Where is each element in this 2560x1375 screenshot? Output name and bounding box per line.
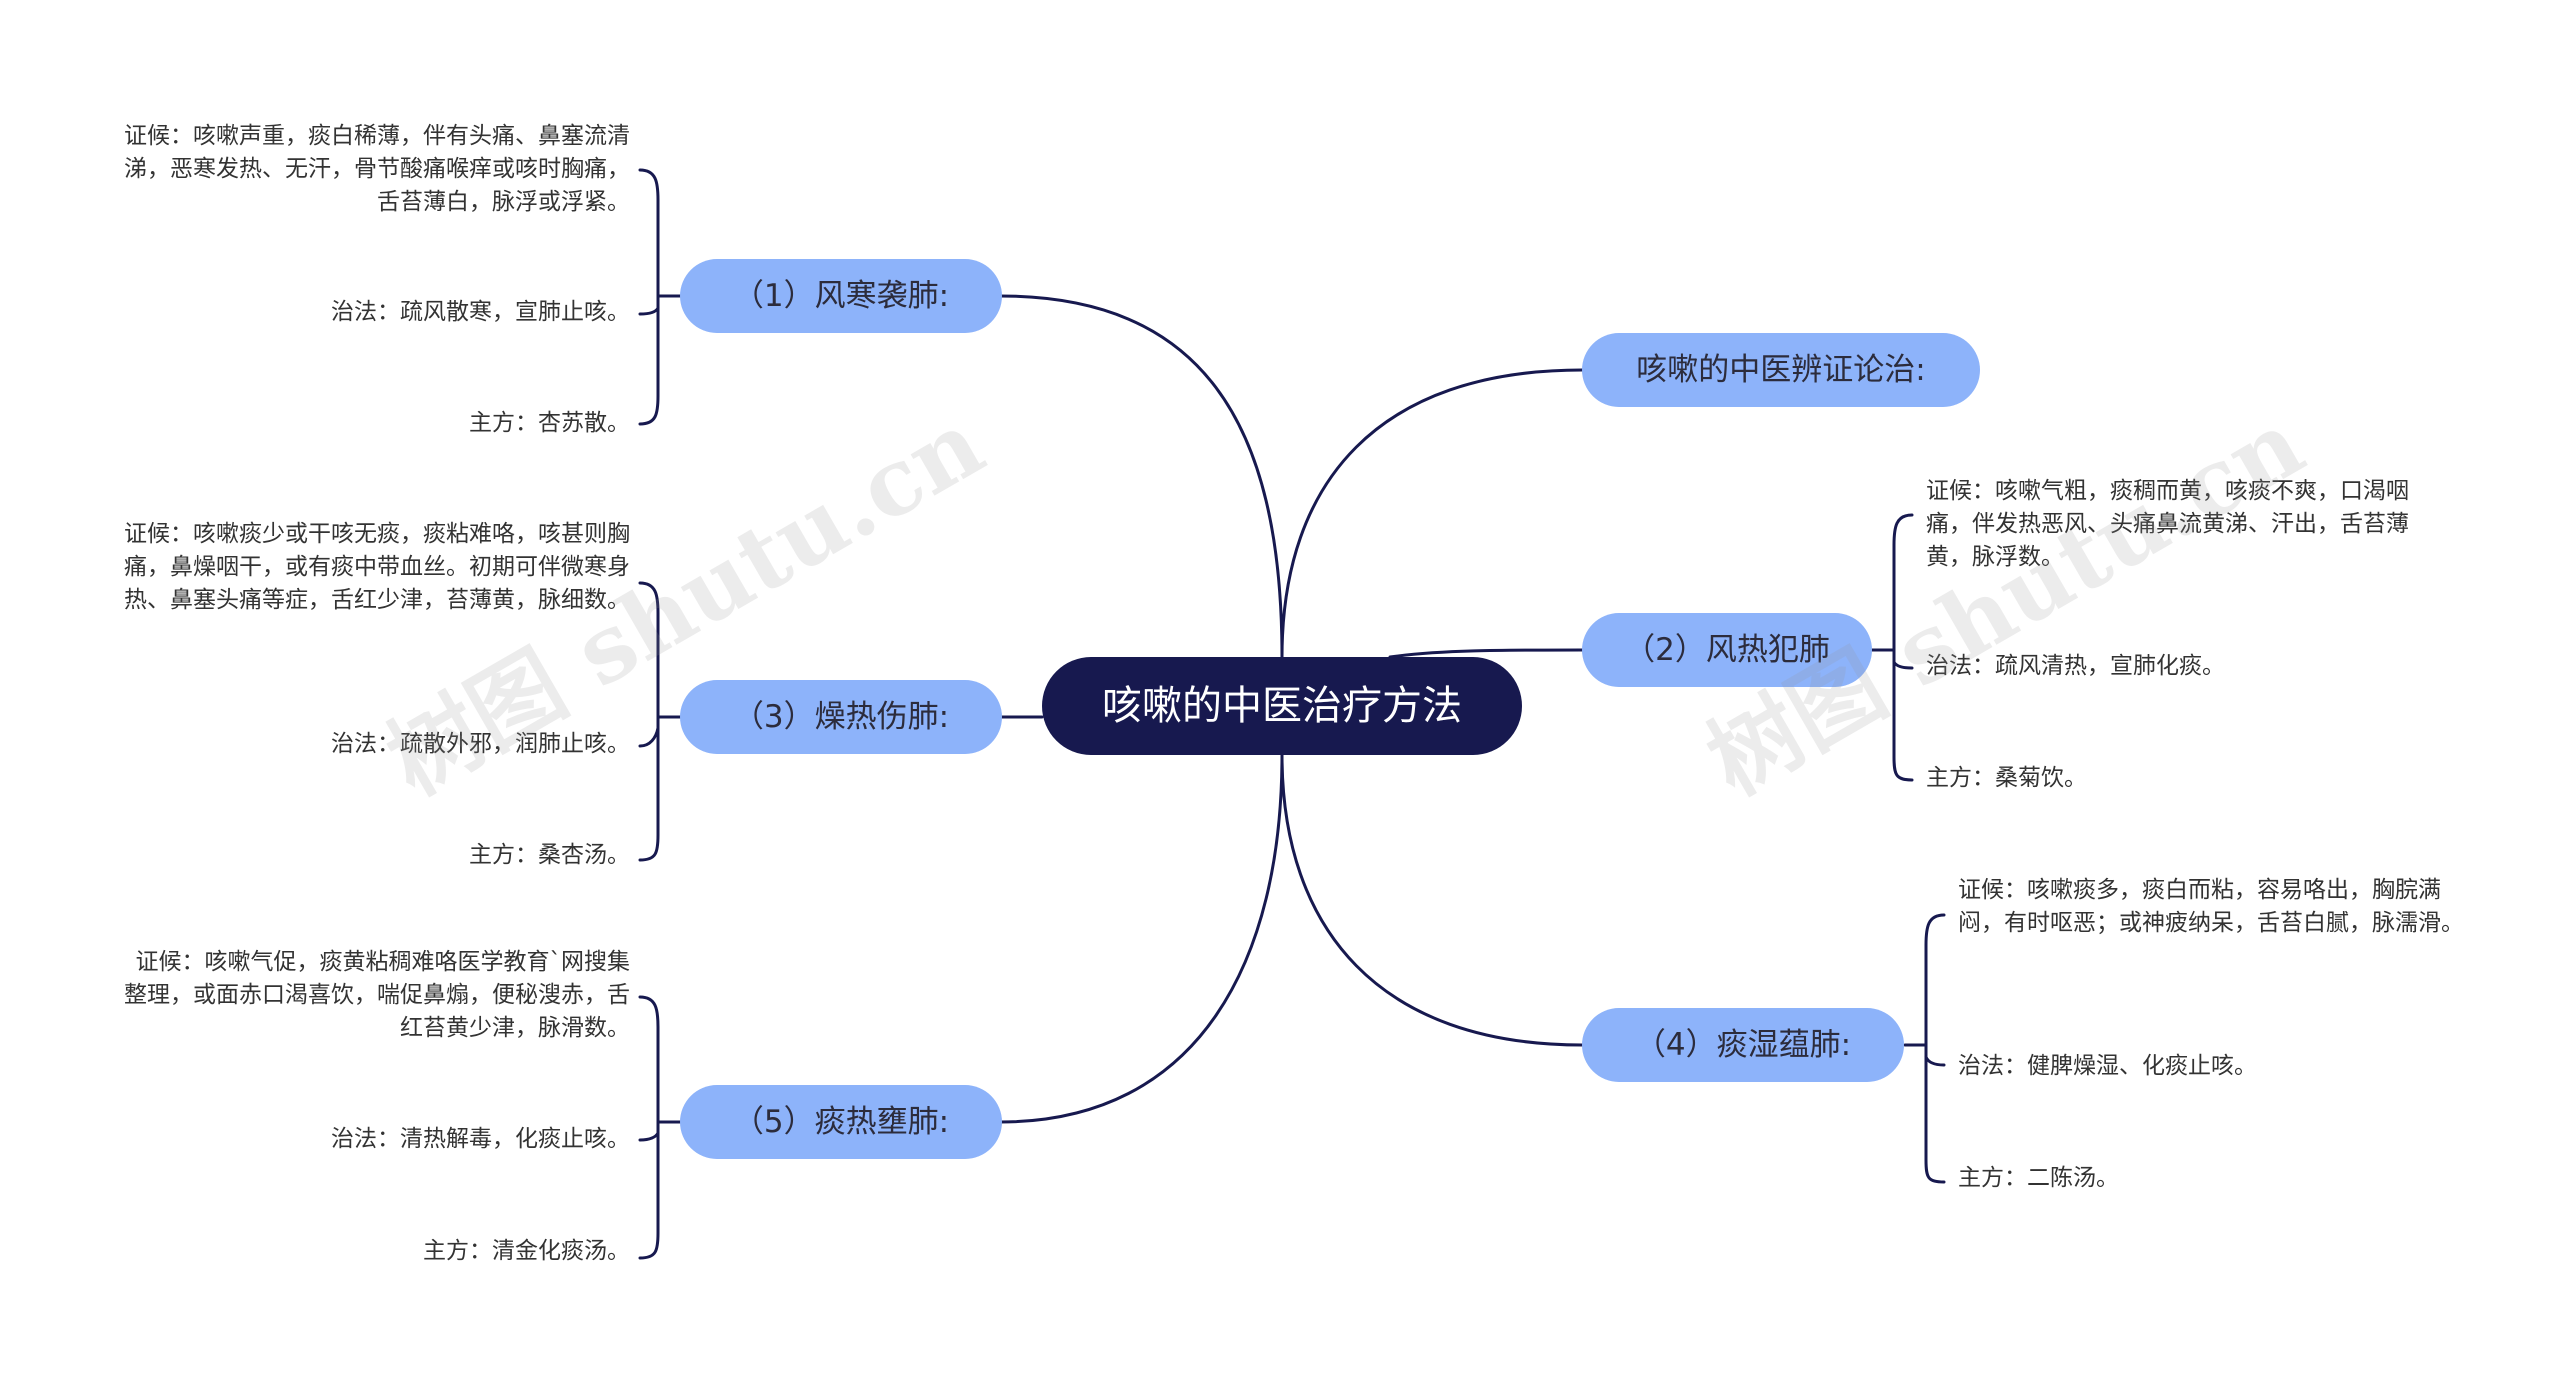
b3-formula-note: 主方：桑杏汤。 [469, 842, 630, 868]
b3-symptoms-note: 证候：咳嗽痰少或干咳无痰，痰粘难咯，咳甚则胸痛，鼻燥咽干，或有痰中带血丝。初期可… [124, 521, 630, 613]
b1-formula-note: 主方：杏苏散。 [469, 410, 630, 436]
b4-treatment-note: 治法：健脾燥湿、化痰止咳。 [1958, 1053, 2257, 1079]
b1-treatment-note: 治法：疏风散寒，宣肺止咳。 [331, 299, 630, 325]
b5-formula-note: 主方：清金化痰汤。 [423, 1238, 630, 1264]
branch-b0[interactable]: 咳嗽的中医辨证论治: [1582, 333, 1980, 407]
branch-b4[interactable]: （4）痰湿蕴肺: [1582, 1008, 1904, 1082]
branch-b3[interactable]: （3）燥热伤肺: [680, 680, 1002, 754]
b2-symptoms-note: 证候：咳嗽气粗，痰稠而黄，咳痰不爽，口渴咽痛，伴发热恶风、头痛鼻流黄涕、汗出，舌… [1926, 478, 2409, 570]
b1-symptoms-note: 证候：咳嗽声重，痰白稀薄，伴有头痛、鼻塞流清涕，恶寒发热、无汗，骨节酸痛喉痒或咳… [124, 123, 630, 215]
b2-formula-note: 主方：桑菊饮。 [1926, 765, 2087, 791]
root-topic[interactable]: 咳嗽的中医治疗方法 [1042, 657, 1522, 755]
b2-treatment-note: 治法：疏风清热，宣肺化痰。 [1926, 653, 2225, 679]
branch-b1[interactable]: （1）风寒袭肺: [680, 259, 1002, 333]
b5-treatment-note: 治法：清热解毒，化痰止咳。 [331, 1126, 630, 1152]
b5-symptoms-note: 证候：咳嗽气促，痰黄粘稠难咯医学教育`网搜集整理，或面赤口渴喜饮，喘促鼻煽，便秘… [124, 949, 630, 1041]
branch-b5[interactable]: （5）痰热壅肺: [680, 1085, 1002, 1159]
b3-treatment-note: 治法：疏散外邪，润肺止咳。 [331, 731, 630, 757]
b4-formula-note: 主方：二陈汤。 [1958, 1165, 2119, 1191]
branch-b2[interactable]: （2）风热犯肺 [1582, 613, 1872, 687]
b4-symptoms-note: 证候：咳嗽痰多，痰白而粘，容易咯出，胸脘满闷，有时呕恶；或神疲纳呆，舌苔白腻，脉… [1958, 877, 2464, 936]
